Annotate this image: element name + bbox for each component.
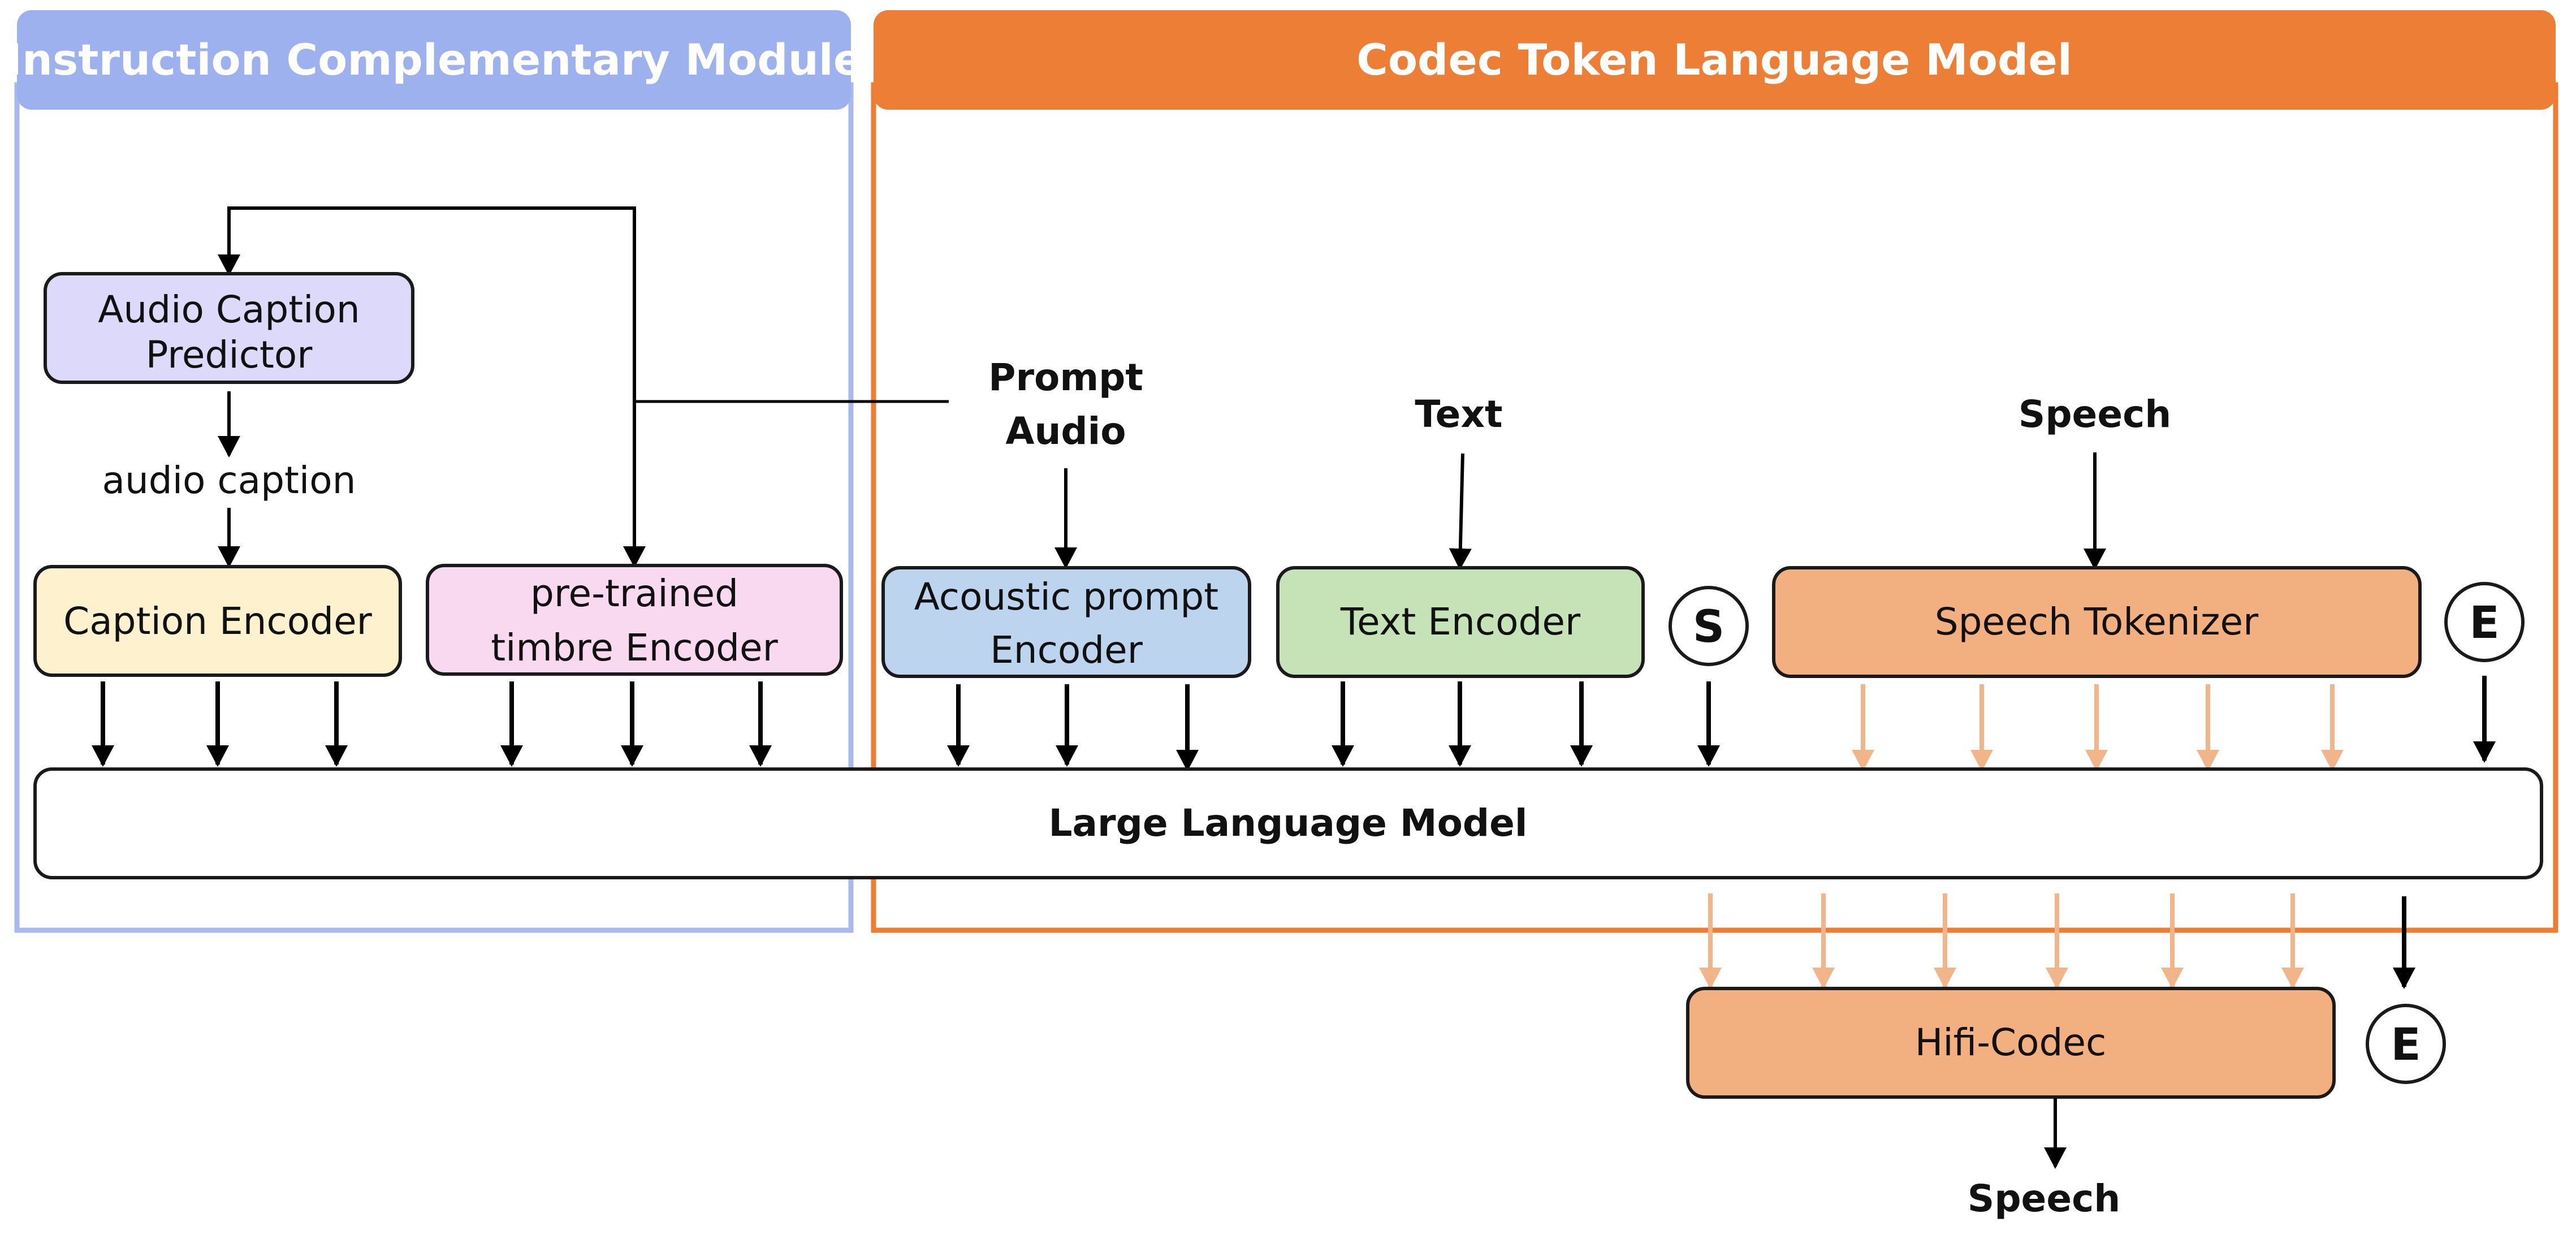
llm-box [33,767,2543,879]
acoustic-prompt-encoder-label: Acoustic prompt [914,575,1218,619]
timbre-encoder-label: pre-trained [530,572,738,615]
speech-token-arrows-into-llm [1852,684,2344,771]
caption-encoder-label: Caption Encoder [63,599,373,643]
hifi-codec-box [1686,987,2336,1099]
codec-token-arrows [1699,893,2304,989]
codec-lm-title: Codec Token Language Model [1356,34,2072,85]
speech-output-label: Speech [1968,1177,2120,1220]
acoustic-prompt-encoder-label-2: Encoder [990,628,1143,672]
token-arrows-into-llm [92,676,2496,771]
acoustic-prompt-encoder-box [881,566,1251,678]
timbre-encoder-box [426,564,843,676]
caption-encoder-box [33,565,402,677]
start-token-circle [1669,586,1749,666]
instruction-module-header [17,10,851,110]
hifi-codec-label: Hifi-Codec [1915,1021,2107,1064]
text-encoder-box [1276,566,1645,678]
audio-caption-predictor-label: Audio Caption [98,288,360,331]
end-token-bottom-label: E [2391,1020,2421,1070]
end-token-top-label: E [2469,598,2499,649]
audio-caption-predictor-label-2: Predictor [146,333,313,377]
start-token-label: S [1693,602,1724,653]
prompt-audio-label-2: Audio [1005,409,1126,453]
end-token-top-circle [2444,582,2525,662]
speech-tokenizer-label: Speech Tokenizer [1935,600,2259,644]
end-token-bottom-circle [2366,1004,2446,1084]
text-input-label: Text [1415,392,1502,436]
audio-caption-label: audio caption [102,459,356,502]
timbre-encoder-label-2: timbre Encoder [491,626,778,670]
speech-input-label: Speech [2019,392,2171,436]
prompt-audio-label: Prompt [988,356,1143,399]
instruction-module-title: Instruction Complementary Module [6,34,863,85]
audio-caption-predictor-box [44,272,414,384]
speech-tokenizer-box [1772,566,2422,678]
llm-label: Large Language Model [1048,801,1527,845]
text-encoder-label: Text Encoder [1340,600,1581,644]
arrow-text-to-encoder [1449,453,1472,570]
codec-lm-header [874,10,2556,110]
